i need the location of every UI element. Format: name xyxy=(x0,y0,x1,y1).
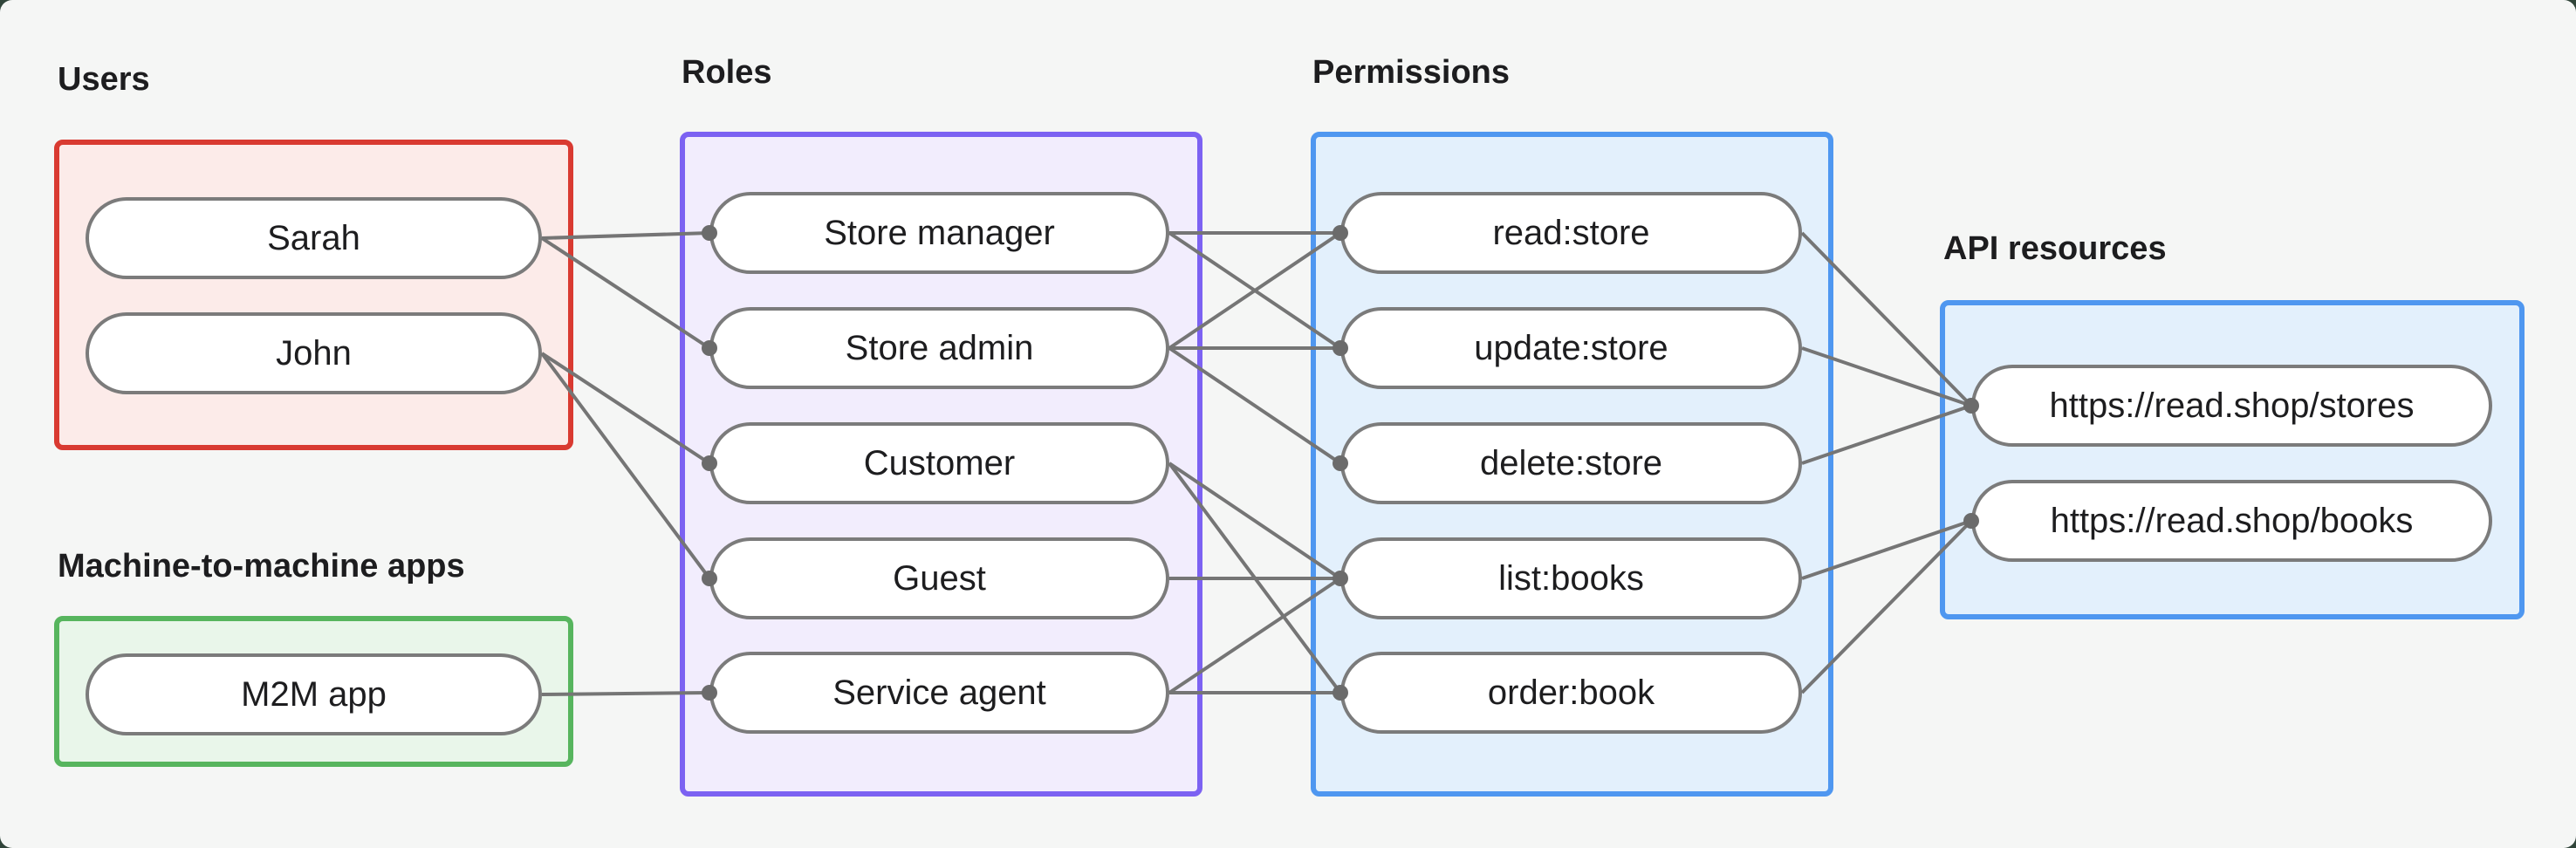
node-role-service-agent: Service agent xyxy=(709,652,1169,734)
m2m-apps-group-label: Machine-to-machine apps xyxy=(58,548,465,585)
api-resources-group-box xyxy=(1940,300,2525,619)
node-role-store-admin: Store admin xyxy=(709,307,1169,389)
node-role-guest: Guest xyxy=(709,537,1169,619)
node-api-resource-books: https://read.shop/books xyxy=(1971,480,2492,562)
node-permission-list-books: list:books xyxy=(1340,537,1802,619)
node-m2m-app: M2M app xyxy=(86,653,542,735)
node-user-john: John xyxy=(86,312,542,394)
roles-group-label: Roles xyxy=(682,54,772,91)
node-role-store-manager: Store manager xyxy=(709,192,1169,274)
node-permission-order-book: order:book xyxy=(1340,652,1802,734)
node-permission-delete-store: delete:store xyxy=(1340,422,1802,504)
node-permission-read-store: read:store xyxy=(1340,192,1802,274)
node-permission-update-store: update:store xyxy=(1340,307,1802,389)
permissions-group-label: Permissions xyxy=(1312,54,1510,91)
users-group-label: Users xyxy=(58,61,150,98)
users-group-box xyxy=(54,140,573,450)
node-role-customer: Customer xyxy=(709,422,1169,504)
api-resources-group-label: API resources xyxy=(1943,230,2167,267)
node-api-resource-stores: https://read.shop/stores xyxy=(1971,365,2492,447)
node-user-sarah: Sarah xyxy=(86,197,542,279)
